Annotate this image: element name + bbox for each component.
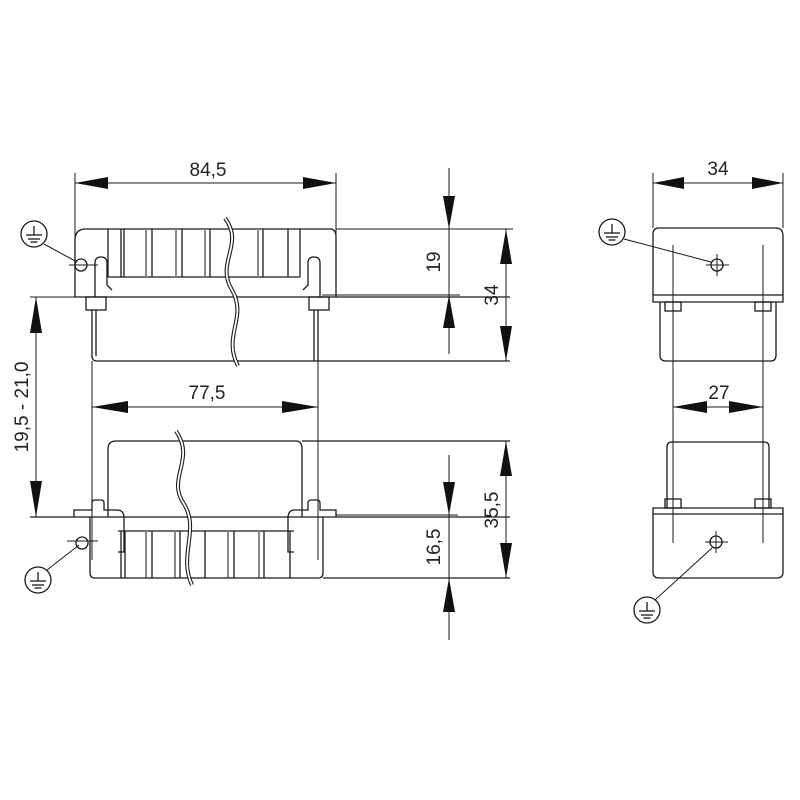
contact-fins-upper bbox=[120, 229, 289, 277]
protective-earth-icon-side-upper bbox=[598, 218, 712, 263]
dimension-overall-width: 84,5 bbox=[75, 160, 336, 189]
dimension-side-inner-depth: 27 bbox=[673, 383, 763, 413]
protective-earth-icon-front-upper bbox=[20, 220, 78, 263]
dim-label-upper-partial: 19 bbox=[424, 251, 445, 272]
dimension-upper-heights: 19 34 bbox=[322, 168, 513, 361]
dimension-mating-gap: 19,5 - 21,0 bbox=[12, 297, 42, 517]
front-view-lower-connector bbox=[30, 429, 510, 586]
dimension-inner-width: 77,5 bbox=[92, 383, 318, 413]
protective-earth-icon-front-lower bbox=[24, 544, 80, 594]
dim-label-overall-width: 84,5 bbox=[190, 160, 227, 181]
dim-label-mating-gap: 19,5 - 21,0 bbox=[12, 362, 33, 453]
side-view-lower-connector bbox=[652, 441, 784, 579]
dimension-side-overall-depth: 34 bbox=[653, 159, 783, 189]
dim-label-lower-partial: 16,5 bbox=[424, 529, 445, 566]
dim-label-lower-total: 35,5 bbox=[482, 492, 503, 529]
dimension-lower-heights: 16,5 35,5 bbox=[336, 441, 512, 640]
dim-label-upper-total: 34 bbox=[482, 284, 503, 306]
dim-label-side-overall-depth: 34 bbox=[707, 159, 729, 180]
dim-label-inner-width: 77,5 bbox=[189, 383, 226, 404]
contact-fins-lower bbox=[120, 531, 291, 578]
front-view-upper-connector bbox=[69, 216, 510, 367]
protective-earth-icon-side-lower bbox=[633, 547, 713, 624]
dim-label-side-inner-depth: 27 bbox=[708, 383, 729, 404]
